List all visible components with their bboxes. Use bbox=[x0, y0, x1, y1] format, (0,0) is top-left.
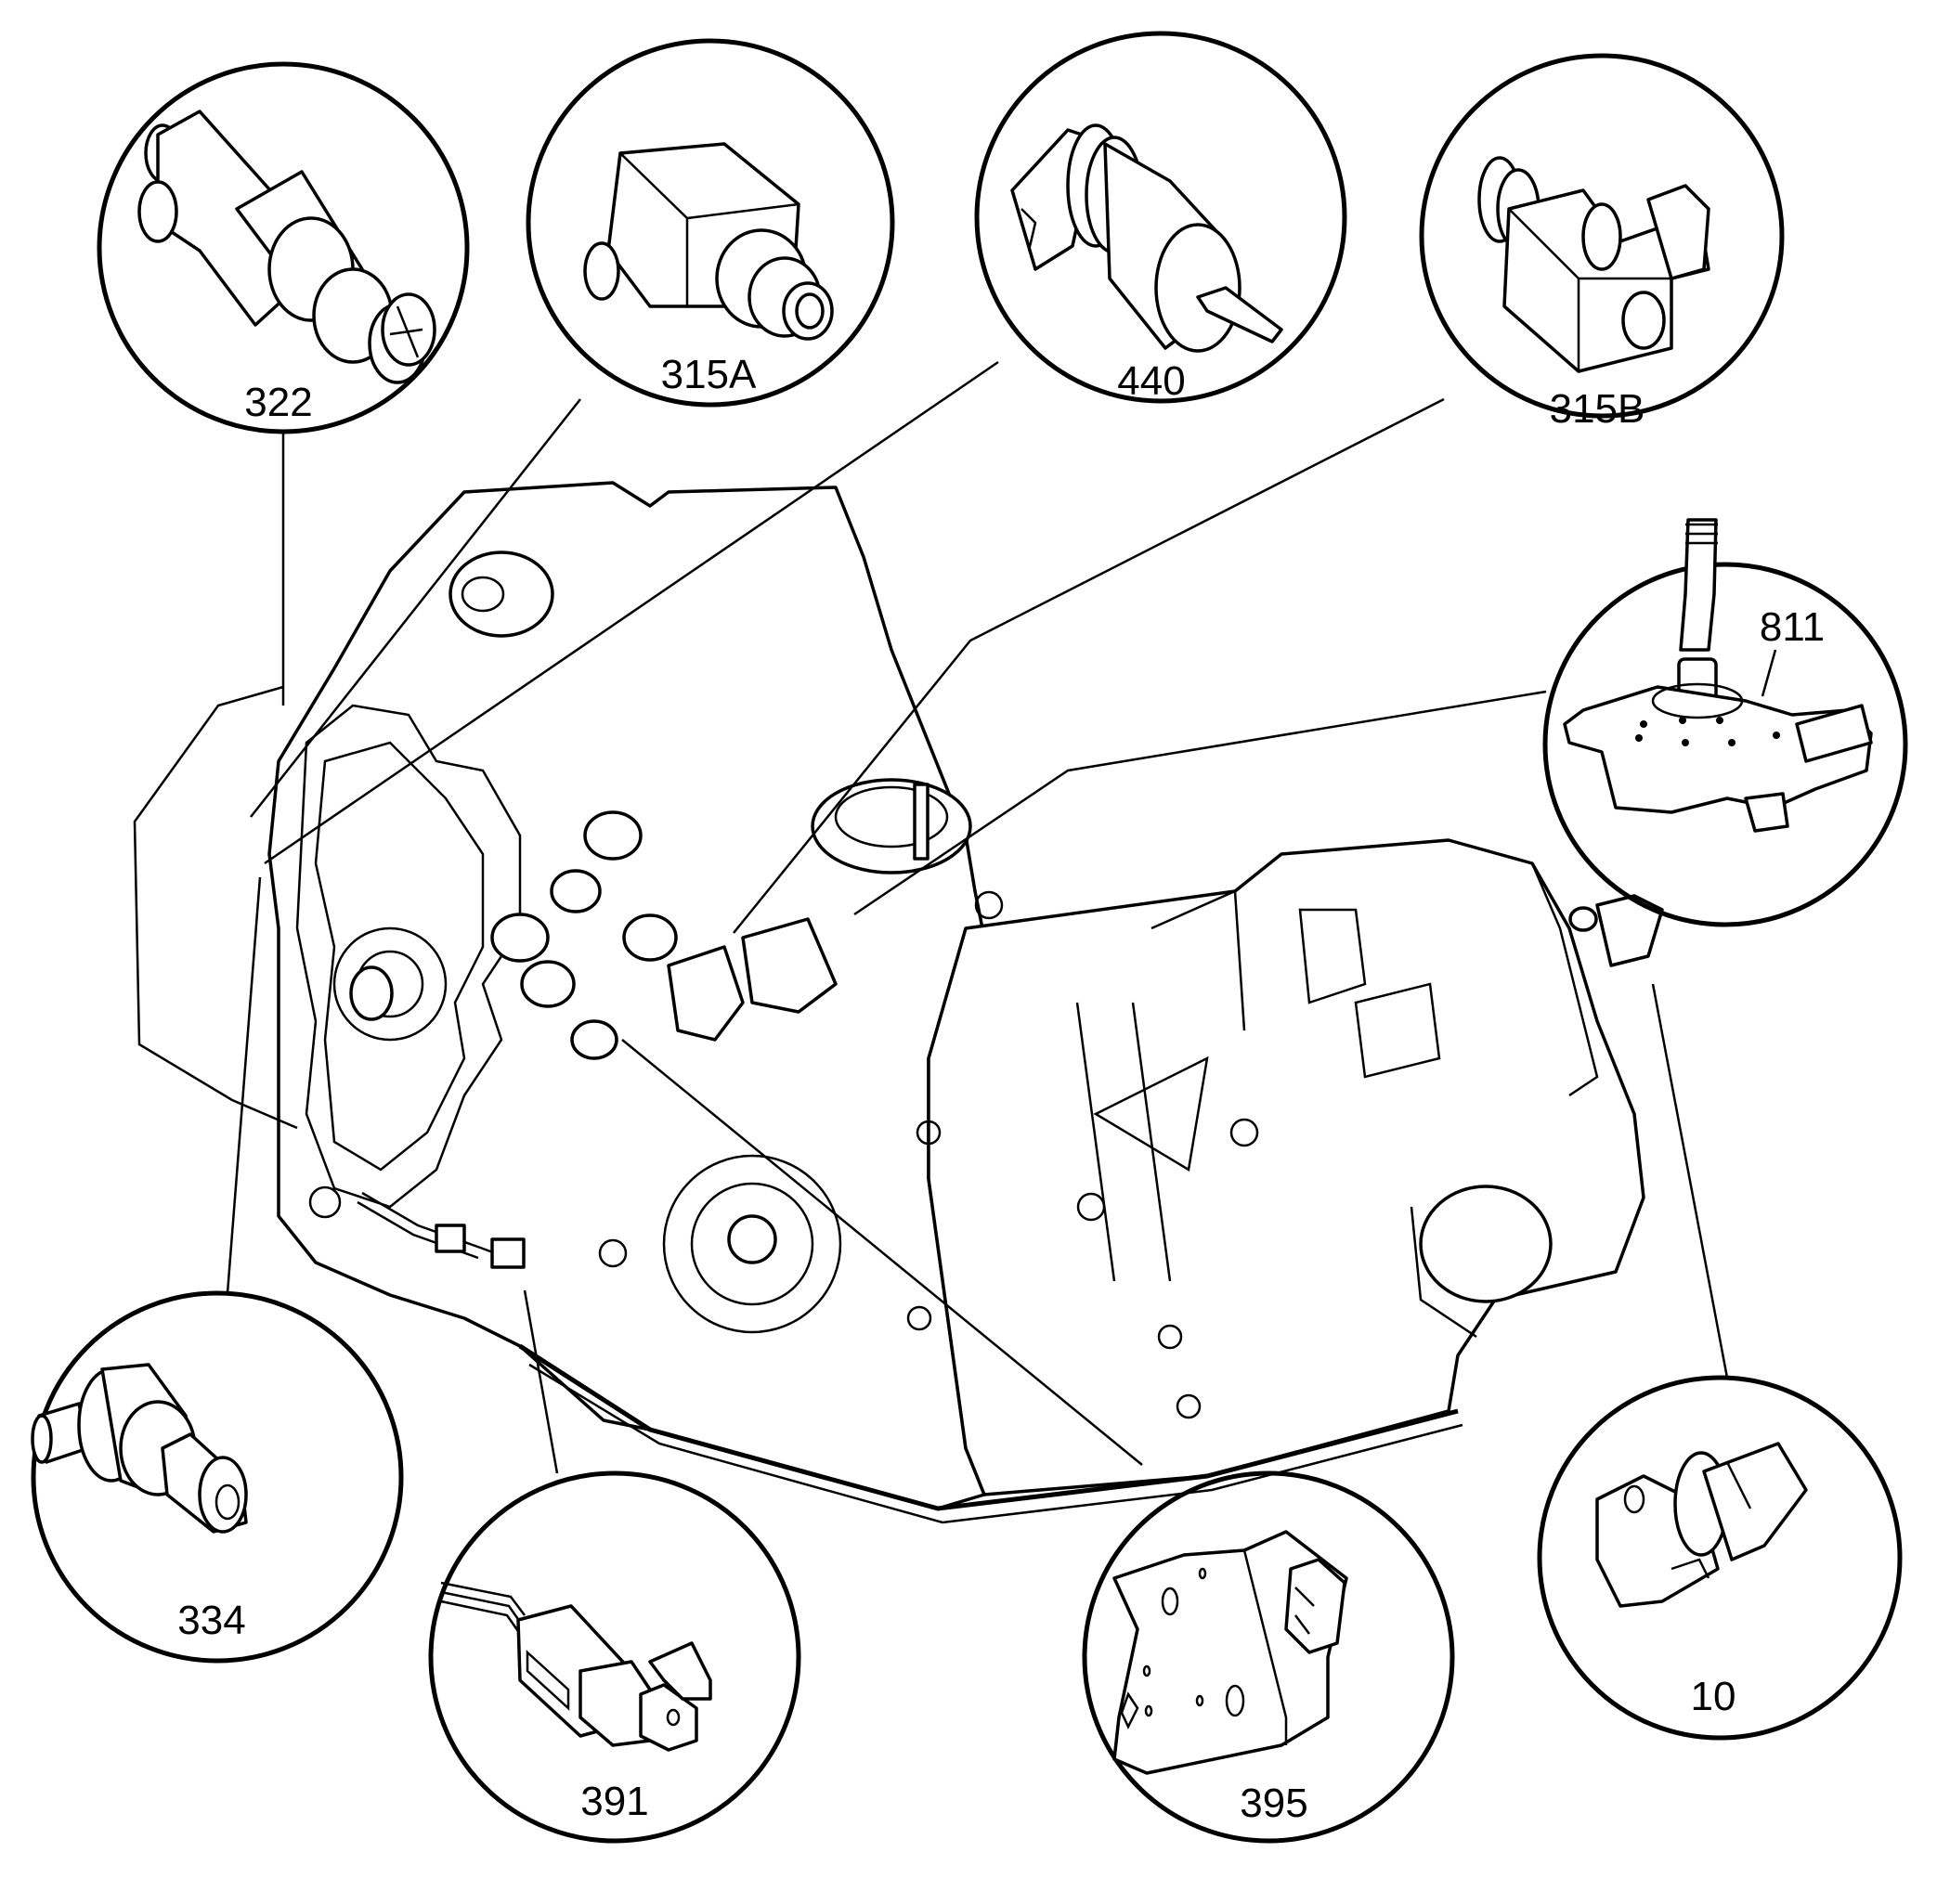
callout-label-315A: 315A bbox=[661, 352, 757, 397]
shift-solenoid-b-icon bbox=[1477, 156, 1710, 373]
callout-label-811: 811 bbox=[1760, 604, 1825, 650]
callout-label-391: 391 bbox=[580, 1779, 648, 1824]
callout-322: 322 bbox=[97, 61, 470, 434]
speed-sensor-icon bbox=[1010, 123, 1283, 353]
callout-315A: 315A bbox=[526, 38, 895, 408]
callout-label-334: 334 bbox=[177, 1598, 245, 1643]
callout-label-322: 322 bbox=[244, 380, 312, 425]
leader-lines bbox=[133, 360, 1729, 1474]
callout-440: 440 bbox=[974, 31, 1347, 404]
callout-315B: 315B bbox=[1419, 53, 1785, 432]
tcc-solenoid-icon bbox=[31, 1363, 248, 1534]
callout-395: 395 bbox=[1082, 1470, 1455, 1844]
range-switch-icon bbox=[1563, 518, 1873, 833]
pressure-control-solenoid-icon bbox=[137, 110, 436, 384]
shift-solenoid-a-icon bbox=[583, 142, 834, 341]
callout-811: 811 bbox=[1542, 518, 1908, 927]
callout-label-315B: 315B bbox=[1550, 386, 1645, 432]
callout-label-10: 10 bbox=[1691, 1674, 1736, 1719]
input-speed-sensor-icon bbox=[1595, 1442, 1808, 1608]
callout-label-395: 395 bbox=[1240, 1781, 1307, 1826]
callout-391: 391 bbox=[428, 1470, 801, 1844]
callout-10: 10 bbox=[1537, 1375, 1903, 1741]
pressure-switch-assembly-icon bbox=[1112, 1530, 1348, 1775]
temperature-sensor-connector-icon bbox=[440, 1581, 712, 1752]
callout-label-440: 440 bbox=[1117, 358, 1185, 404]
transmission-body bbox=[267, 481, 1664, 1524]
callout-334: 334 bbox=[31, 1290, 404, 1664]
